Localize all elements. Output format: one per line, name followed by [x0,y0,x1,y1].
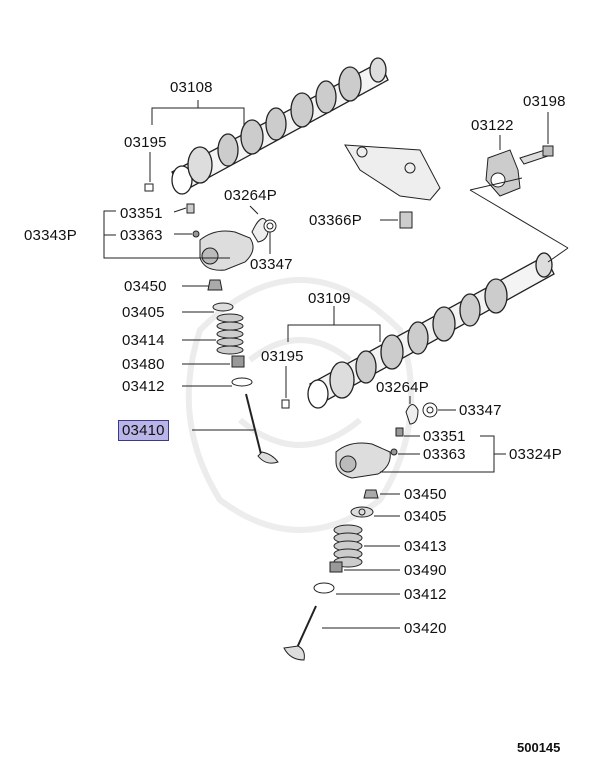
callout-03198[interactable]: 03198 [523,93,566,110]
tensioner-block [485,149,521,197]
cam-bracket [344,144,441,201]
callout-03264P-left[interactable]: 03264P [224,187,277,204]
callout-03405-right[interactable]: 03405 [404,508,447,525]
callout-03405-left[interactable]: 03405 [122,304,165,321]
callout-03195-mid[interactable]: 03195 [261,348,304,365]
callout-03195-top[interactable]: 03195 [124,134,167,151]
intake-valve-03410 [245,393,279,464]
camshaft-lower [307,252,555,409]
callout-03109[interactable]: 03109 [308,290,351,307]
exhaust-valve-03420 [283,605,317,661]
callout-03410-highlighted[interactable]: 03410 [118,420,169,441]
callout-03414[interactable]: 03414 [122,332,165,349]
callout-03264P-right[interactable]: 03264P [376,379,429,396]
valve-spring-left [216,313,244,355]
callout-03413[interactable]: 03413 [404,538,447,555]
callout-03420[interactable]: 03420 [404,620,447,637]
callout-03343P[interactable]: 03343P [24,227,77,244]
camshaft-upper [171,57,389,195]
callout-03351-right[interactable]: 03351 [423,428,466,445]
callout-03412-left[interactable]: 03412 [122,378,165,395]
callout-03122[interactable]: 03122 [471,117,514,134]
callout-03450-left[interactable]: 03450 [124,278,167,295]
callout-03366P[interactable]: 03366P [309,212,362,229]
callout-03351-left[interactable]: 03351 [120,205,163,222]
diagram-reference-number: 500145 [517,740,561,755]
callout-03480[interactable]: 03480 [122,356,165,373]
callout-03324P[interactable]: 03324P [509,446,562,463]
rocker-arm-left [199,230,254,271]
callout-03108[interactable]: 03108 [170,79,213,96]
callout-03490[interactable]: 03490 [404,562,447,579]
valve-spring-right [333,524,363,568]
callout-03363-right[interactable]: 03363 [423,446,466,463]
rocker-arm-right [335,442,391,479]
callout-03347-left[interactable]: 03347 [250,256,293,273]
callout-03412-right[interactable]: 03412 [404,586,447,603]
callout-03450-right[interactable]: 03450 [404,486,447,503]
callout-03363-left[interactable]: 03363 [120,227,163,244]
callout-03347-right[interactable]: 03347 [459,402,502,419]
